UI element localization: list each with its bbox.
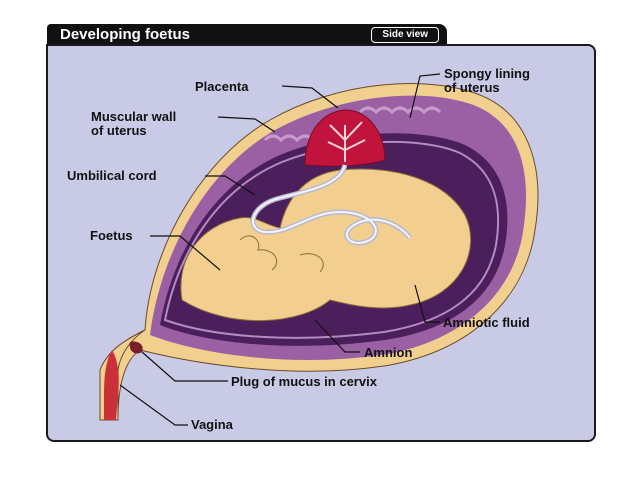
title-tab: Developing foetus Side view <box>47 24 447 46</box>
label-spongy-line1: Spongy lining <box>444 66 530 81</box>
vagina-canal <box>104 350 119 420</box>
foetus-body <box>180 168 472 322</box>
amnion-membrane <box>163 140 500 339</box>
label-foetus: Foetus <box>90 228 133 243</box>
spongy-lining <box>263 106 442 143</box>
view-badge: Side view <box>371 27 439 43</box>
placenta-vessels <box>327 121 366 162</box>
label-amnion: Amnion <box>364 345 412 360</box>
label-mucus-plug: Plug of mucus in cervix <box>231 374 378 389</box>
label-muscular-line2: of uterus <box>91 123 147 138</box>
mucus-plug <box>129 341 143 354</box>
leader-lines <box>119 73 441 426</box>
label-vagina: Vagina <box>191 417 234 432</box>
foetus-limbs <box>239 235 324 273</box>
label-umbilical-cord: Umbilical cord <box>67 168 157 183</box>
diagram-title: Developing foetus <box>60 26 191 43</box>
label-spongy-line2: of uterus <box>444 80 500 95</box>
label-muscular-line1: Muscular wall <box>91 109 176 124</box>
label-amniotic-fluid: Amniotic fluid <box>443 315 530 330</box>
label-placenta: Placenta <box>195 79 249 94</box>
umbilical-cord-core <box>252 164 411 244</box>
